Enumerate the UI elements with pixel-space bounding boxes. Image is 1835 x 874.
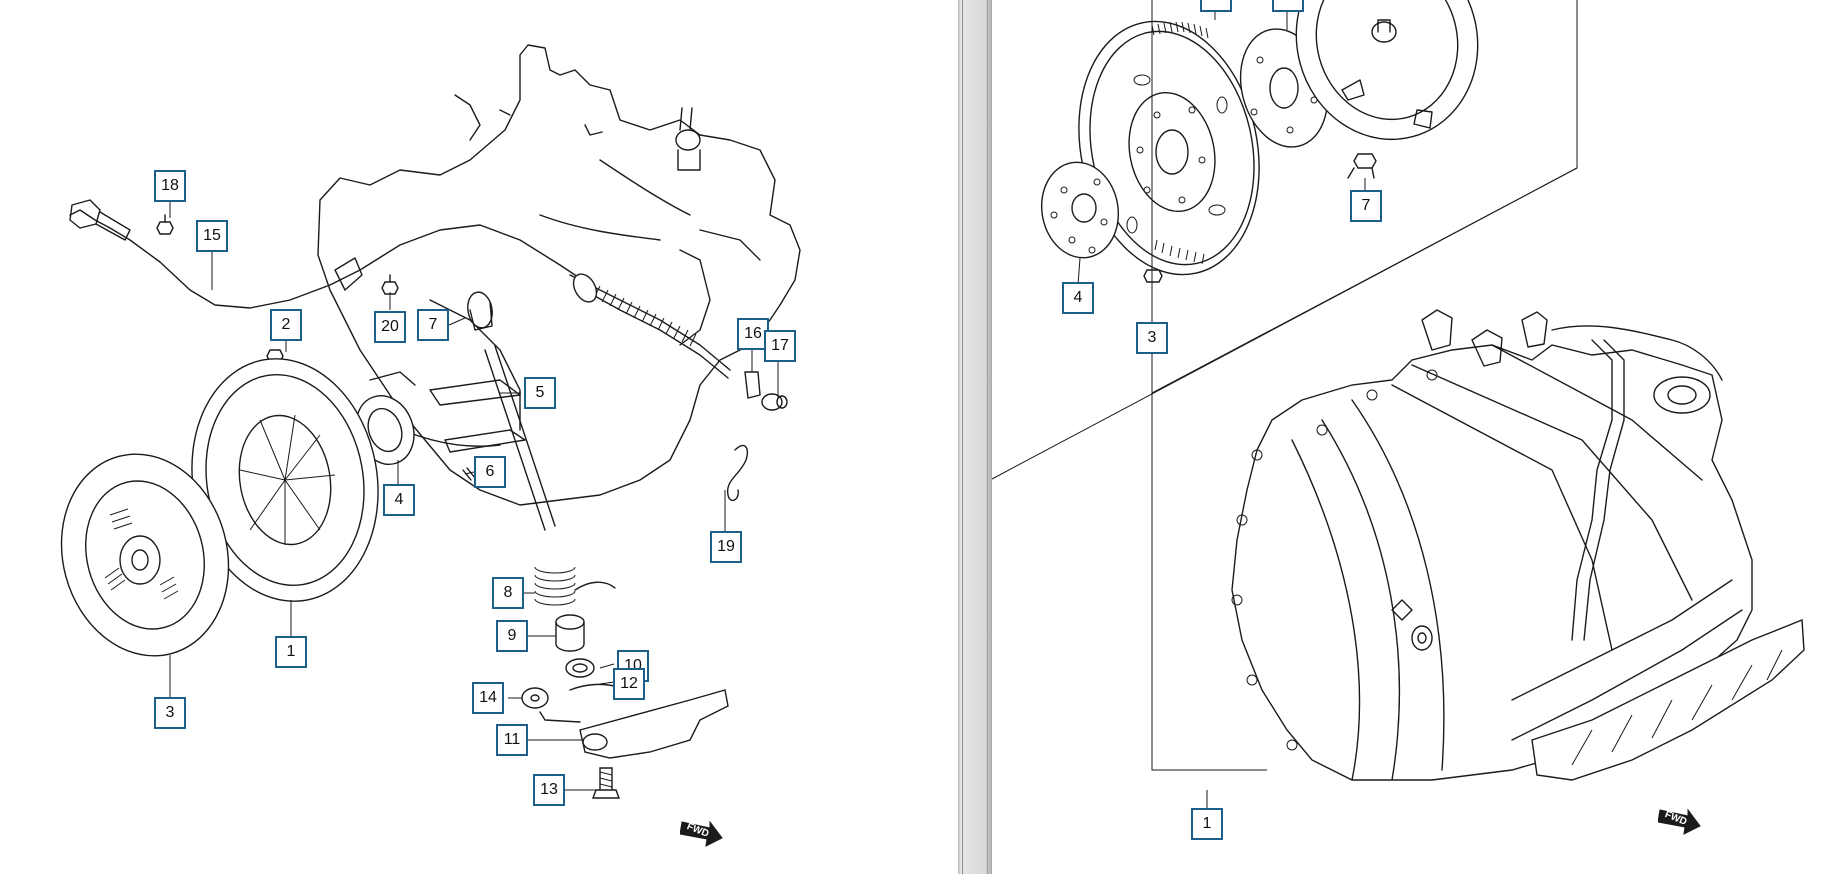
callout-1[interactable]: 1 <box>275 636 307 668</box>
callout-20[interactable]: 20 <box>374 311 406 343</box>
callout-2[interactable]: 2 <box>270 309 302 341</box>
manual-transmission-diagram: 18 15 2 20 7 16 17 5 6 4 1 3 19 8 9 10 1… <box>60 44 801 848</box>
callout-top-cutoff-a <box>1200 0 1232 12</box>
callout-3[interactable]: 3 <box>154 697 186 729</box>
callout-3[interactable]: 3 <box>1136 322 1168 354</box>
callout-8[interactable]: 8 <box>492 577 524 609</box>
callout-19[interactable]: 19 <box>710 531 742 563</box>
callout-18[interactable]: 18 <box>154 170 186 202</box>
automatic-transmission-drawing <box>992 0 1805 808</box>
callout-5[interactable]: 5 <box>524 377 556 409</box>
automatic-transmission-diagram: 4 3 7 1 FWD <box>992 0 1835 874</box>
callout-11[interactable]: 11 <box>496 724 528 756</box>
callout-top-cutoff-b <box>1272 0 1304 12</box>
pane-divider[interactable] <box>958 0 992 874</box>
callout-17[interactable]: 17 <box>764 330 796 362</box>
fwd-arrow-icon: FWD <box>680 818 724 848</box>
callout-4[interactable]: 4 <box>383 484 415 516</box>
callout-6[interactable]: 6 <box>474 456 506 488</box>
callout-12[interactable]: 12 <box>613 668 645 700</box>
fwd-arrow-icon: FWD <box>1658 806 1702 836</box>
callout-7[interactable]: 7 <box>417 309 449 341</box>
callout-9[interactable]: 9 <box>496 620 528 652</box>
callout-7[interactable]: 7 <box>1350 190 1382 222</box>
manual-transmission-drawing <box>60 44 801 799</box>
callout-15[interactable]: 15 <box>196 220 228 252</box>
callout-14[interactable]: 14 <box>472 682 504 714</box>
callout-4[interactable]: 4 <box>1062 282 1094 314</box>
callout-1[interactable]: 1 <box>1191 808 1223 840</box>
callout-13[interactable]: 13 <box>533 774 565 806</box>
